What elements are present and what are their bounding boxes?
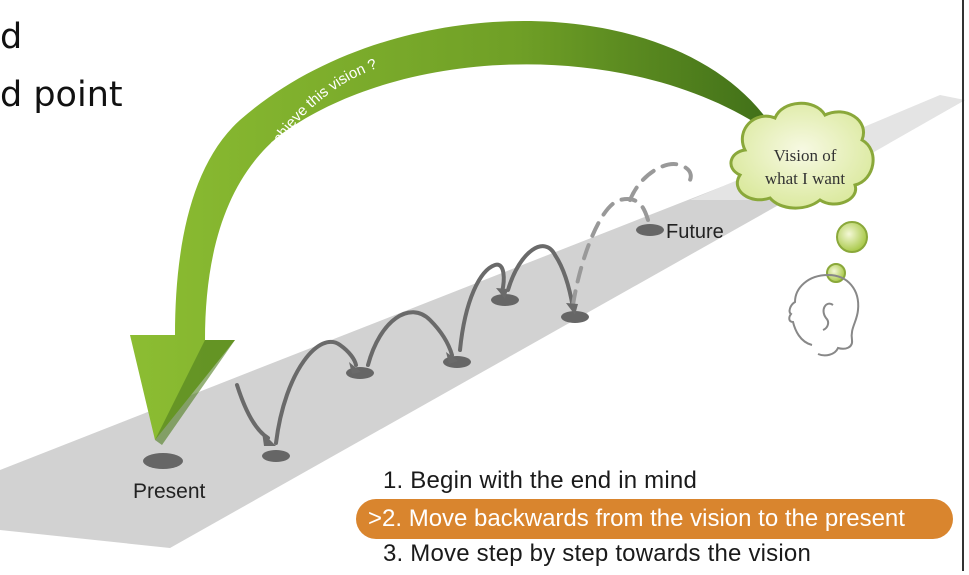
head-icon (788, 273, 860, 357)
timeline-road (0, 100, 965, 548)
thought-bubble-small (826, 263, 846, 283)
cloud-text-line-1: Vision of (774, 146, 837, 165)
future-label: Future (666, 221, 724, 243)
corner-text-line-1: d (0, 17, 23, 57)
step-2-text: >2. Move backwards from the vision to th… (368, 505, 905, 532)
hop-arc-4 (458, 262, 506, 352)
big-curved-arrow (130, 20, 780, 440)
big-curved-arrow-shadow (155, 340, 235, 445)
marker-future (636, 224, 664, 236)
hop-arc-3 (366, 310, 454, 367)
present-label: Present (133, 480, 206, 503)
hop-arrowhead-2 (349, 362, 361, 374)
hop-arrowhead-3 (446, 352, 458, 364)
right-border-line (962, 0, 964, 571)
corner-text-line-2: d point (0, 75, 123, 115)
vision-cloud: Vision of what I want (729, 101, 875, 210)
future-hop-arc-1 (571, 197, 650, 307)
marker-step-1 (262, 450, 290, 462)
marker-present (143, 453, 183, 469)
thought-bubble-large (836, 221, 868, 253)
hop-arrowhead-1 (262, 432, 276, 446)
hop-arrowhead-5 (566, 303, 578, 315)
hop-arc-2 (274, 339, 358, 445)
step-3-text: 3. Move step by step towards the vision (383, 540, 812, 567)
marker-step-3 (443, 356, 471, 368)
marker-step-5 (561, 311, 589, 323)
future-hop-arc-2 (628, 162, 693, 202)
marker-step-2 (346, 367, 374, 379)
marker-step-4 (491, 294, 519, 306)
head-ear-icon (822, 302, 834, 331)
step-1-text: 1. Begin with the end in mind (383, 467, 697, 494)
cloud-text-line-2: what I want (765, 169, 846, 188)
hop-arc-5 (506, 244, 575, 310)
hop-arrowhead-4 (496, 288, 508, 299)
step-2-highlight-bar (356, 499, 953, 539)
